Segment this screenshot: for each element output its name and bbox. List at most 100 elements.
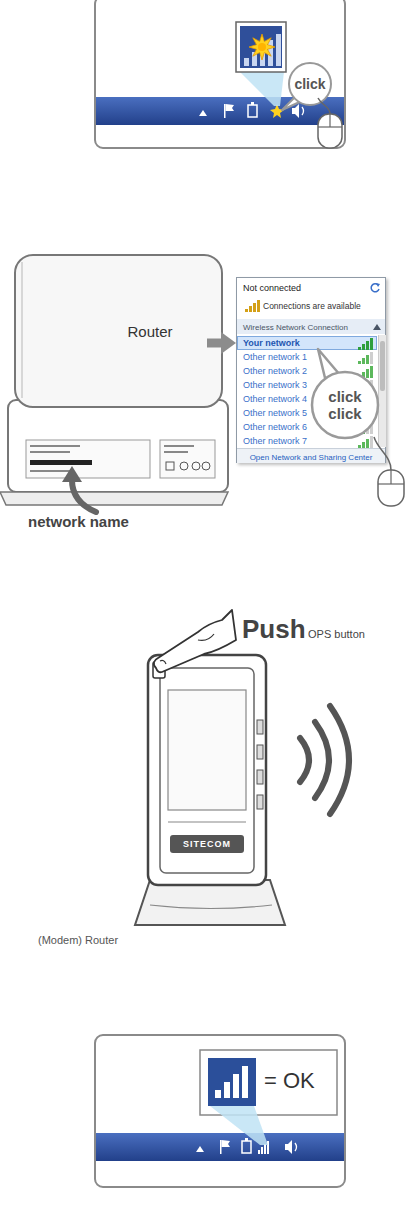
mouse-part <box>374 437 391 470</box>
router-upright-part <box>135 880 285 925</box>
taskbar-icons-part <box>222 1140 231 1147</box>
screen-frame-part <box>95 0 345 148</box>
network-name: Other network 6 <box>243 421 307 433</box>
shape <box>373 324 381 330</box>
click-bubble <box>312 349 378 438</box>
signal-bar <box>362 442 365 448</box>
collapse-caret <box>373 324 381 330</box>
network-name: Other network 2 <box>243 365 307 377</box>
zoom-icon-part <box>236 22 286 72</box>
mouse-part <box>329 114 330 127</box>
taskbar-icons-part <box>270 104 284 118</box>
taskbar-icons-part <box>258 1150 260 1154</box>
network-popup: Not connectedConnections are availableWi… <box>236 277 386 463</box>
screen-frame-part <box>96 1133 344 1161</box>
signal-bar <box>358 347 361 350</box>
signal-bar <box>358 445 361 448</box>
scrollbar <box>378 335 386 447</box>
wifi-waves-part <box>330 706 349 814</box>
signal-bar <box>370 352 373 364</box>
network-name: Other network 1 <box>243 351 307 363</box>
taskbar-icons-part <box>251 102 254 105</box>
router-flat-part <box>8 400 228 492</box>
zoom-icon <box>200 1050 337 1145</box>
signal-bar <box>257 300 260 312</box>
taskbar-icons-part <box>302 107 304 115</box>
signal-bar <box>253 303 256 312</box>
network-name: Other network 4 <box>243 393 307 405</box>
wifi-waves <box>300 706 349 814</box>
router-upright-part <box>257 770 263 784</box>
taskbar-icons-part <box>248 105 257 117</box>
refresh-icon <box>369 282 381 294</box>
part-label: (Modem) Router <box>38 933 118 947</box>
router-upright-part <box>150 905 272 909</box>
router-flat-part <box>30 470 74 472</box>
signal-icon <box>358 436 374 448</box>
popup-text: Wireless Network Connection <box>243 321 348 334</box>
network-name-arrow-part <box>62 466 82 482</box>
shape <box>371 284 379 292</box>
taskbar-icons-part <box>285 1140 292 1154</box>
zoom-icon-part <box>215 1090 221 1098</box>
router-flat <box>0 255 228 505</box>
mouse <box>318 98 342 148</box>
brand-logo: SITECOM <box>170 838 244 850</box>
screen-frame <box>95 0 345 148</box>
hand-part <box>160 660 166 664</box>
instruction-text: Push <box>242 614 306 644</box>
mouse-part <box>390 470 391 484</box>
router-upright-part <box>257 720 263 734</box>
zoom-icon-part <box>244 58 249 66</box>
arrow-shaft <box>207 339 223 348</box>
signal-bar <box>362 358 365 364</box>
network-name-arrow-part <box>72 480 96 512</box>
screen-frame <box>95 1035 345 1187</box>
signal-bar <box>366 369 369 378</box>
wifi-waves-part <box>315 722 329 798</box>
taskbar-icons-part <box>245 1138 248 1141</box>
taskbar-icons-part <box>292 104 299 118</box>
signal-bar <box>370 338 373 350</box>
signal-bar <box>370 366 373 378</box>
signal-bar <box>366 341 369 350</box>
wifi-waves-part <box>300 738 309 782</box>
zoom-icon-part <box>208 1058 256 1106</box>
zoom-icon-part <box>224 1082 230 1098</box>
router-flat-part <box>30 445 80 447</box>
router-flat-part <box>166 462 174 470</box>
taskbar-icons-part <box>242 1141 251 1153</box>
signal-bar <box>245 309 248 312</box>
callout-text: click <box>290 76 330 92</box>
click-bubble-part <box>289 63 331 105</box>
router-upright-part <box>160 668 254 873</box>
network-name-arrow <box>62 466 96 512</box>
instruction-text: OPS button <box>308 627 365 641</box>
taskbar-icons-part <box>264 1144 266 1154</box>
popup-text: Not connected <box>243 282 301 295</box>
click-bubble <box>282 63 331 110</box>
zoom-icon-part <box>242 1066 248 1098</box>
zoom-icon-part <box>233 1074 239 1098</box>
signal-bar <box>249 306 252 312</box>
router-upright-part <box>170 835 244 853</box>
taskbar-icons-part <box>267 1141 269 1154</box>
arrow-head <box>221 332 236 354</box>
taskbar-icons-part <box>196 1146 204 1152</box>
signal-icon <box>245 300 261 312</box>
network-row: Your network <box>237 336 377 350</box>
router-flat-part <box>21 262 23 398</box>
hand-part <box>198 634 214 640</box>
mouse <box>374 437 404 506</box>
router-flat-part <box>15 255 222 407</box>
network-name: Other network 3 <box>243 379 307 391</box>
router-upright <box>135 655 285 925</box>
signal-bar <box>366 355 369 364</box>
mouse-part <box>318 114 342 148</box>
network-name: Your network <box>243 337 300 349</box>
